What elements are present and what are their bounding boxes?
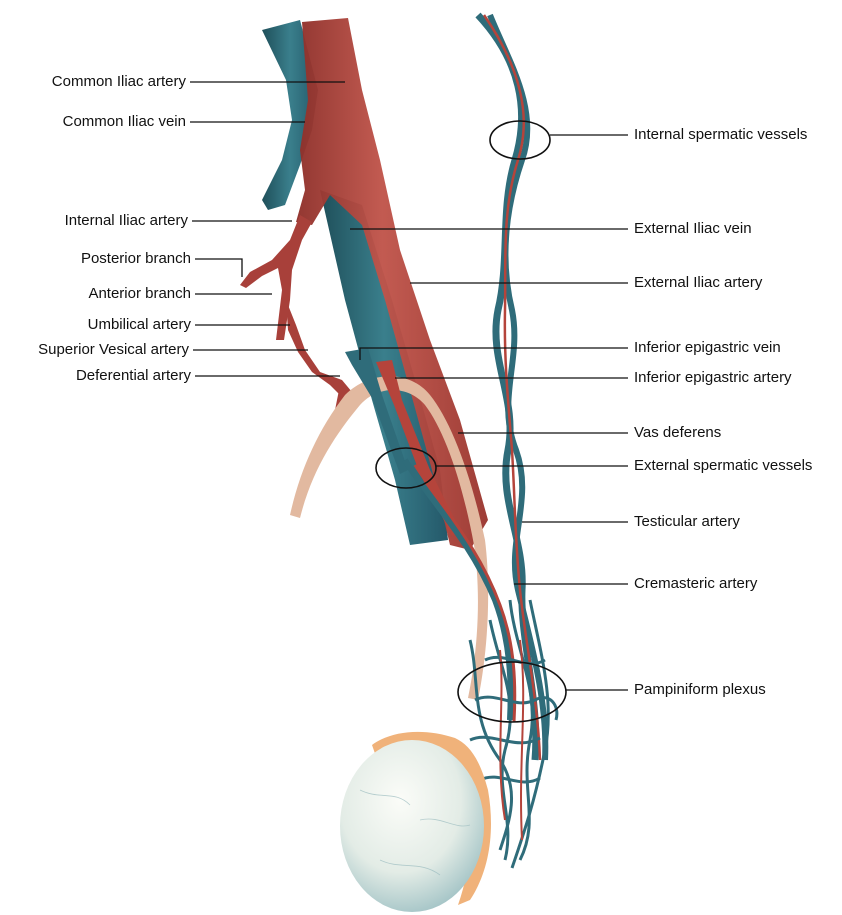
label-vas-deferens: Vas deferens [634, 424, 721, 442]
internal-iliac-artery-shape [240, 215, 312, 340]
label-deferential-artery: Deferential artery [76, 367, 191, 385]
label-anterior-branch: Anterior branch [88, 285, 191, 303]
label-pampiniform-plexus: Pampiniform plexus [634, 681, 766, 699]
label-external-spermatic-vessels: External spermatic vessels [634, 457, 812, 475]
label-common-iliac-artery: Common Iliac artery [52, 73, 186, 91]
label-external-iliac-artery: External Iliac artery [634, 274, 762, 292]
label-testicular-artery: Testicular artery [634, 513, 740, 531]
label-cremasteric-artery: Cremasteric artery [634, 575, 757, 593]
label-superior-vesical-artery: Superior Vesical artery [38, 341, 189, 359]
label-internal-spermatic-vessels: Internal spermatic vessels [634, 126, 807, 144]
label-internal-iliac-artery: Internal Iliac artery [65, 212, 188, 230]
label-external-iliac-vein: External Iliac vein [634, 220, 752, 238]
label-umbilical-artery: Umbilical artery [88, 316, 191, 334]
label-inferior-epigastric-vein: Inferior epigastric vein [634, 339, 781, 357]
label-common-iliac-vein: Common Iliac vein [63, 113, 186, 131]
label-posterior-branch: Posterior branch [81, 250, 191, 268]
label-inferior-epigastric-artery: Inferior epigastric artery [634, 369, 792, 387]
